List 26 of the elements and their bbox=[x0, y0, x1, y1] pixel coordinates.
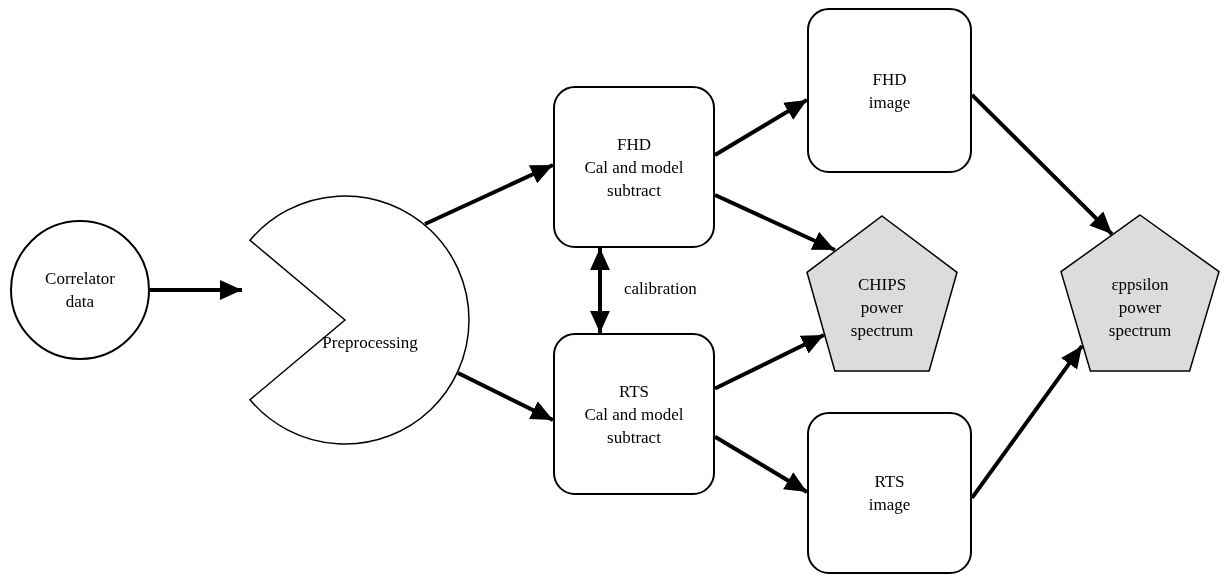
arrow bbox=[713, 98, 809, 157]
node-label: εppsilon power spectrum bbox=[1107, 273, 1173, 342]
node-label: RTS image bbox=[867, 471, 912, 516]
arrow bbox=[714, 333, 825, 391]
output-pentagon bbox=[806, 215, 958, 372]
node-label: RTS bbox=[617, 380, 651, 403]
arrow bbox=[970, 93, 1114, 236]
node-label: CHIPS power spectrum bbox=[849, 274, 915, 342]
arrow bbox=[590, 248, 610, 333]
arrow bbox=[457, 371, 554, 422]
node-label: Correlator data bbox=[44, 268, 116, 313]
node-label: Cal and model subtract bbox=[583, 403, 685, 449]
node-label: FHD bbox=[616, 133, 652, 156]
process-box bbox=[553, 333, 715, 495]
node-label: Preprocessing bbox=[321, 331, 419, 354]
arrow bbox=[713, 434, 809, 494]
process-box bbox=[553, 86, 715, 248]
arrow bbox=[714, 193, 836, 252]
arrow bbox=[424, 163, 554, 226]
process-box bbox=[807, 412, 972, 574]
arrow bbox=[150, 280, 242, 300]
node-label: FHD image bbox=[867, 68, 912, 114]
output-pentagon bbox=[1060, 214, 1220, 372]
process-box bbox=[807, 8, 972, 173]
arrow bbox=[970, 344, 1084, 500]
node-label: Cal and model subtract bbox=[583, 156, 685, 202]
